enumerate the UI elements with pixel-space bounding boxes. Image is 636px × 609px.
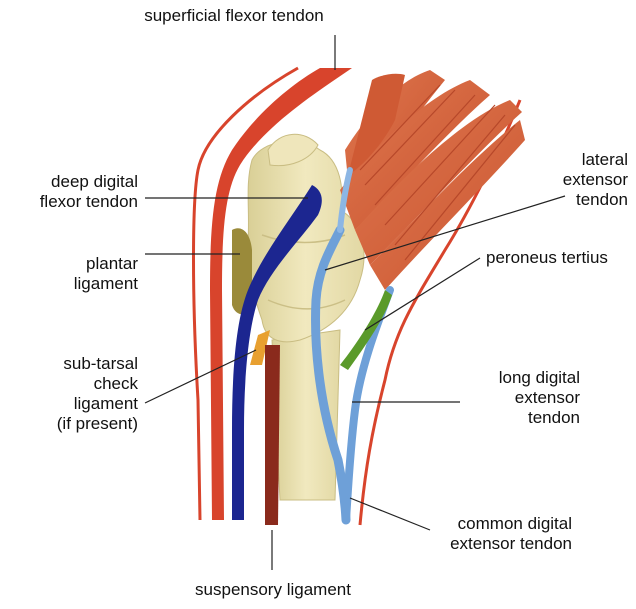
long-digital-extensor-tendon xyxy=(346,290,390,520)
label-plantar-ligament: plantar ligament xyxy=(10,254,138,294)
label-deep-digital-flexor-tendon: deep digital flexor tendon xyxy=(10,172,138,212)
label-lateral-extensor-tendon: lateral extensor tendon xyxy=(520,150,628,210)
label-long-digital-extensor-tendon: long digital extensor tendon xyxy=(450,368,580,428)
label-superficial-flexor-tendon: superficial flexor tendon xyxy=(118,6,350,26)
label-peroneus-tertius: peroneus tertius xyxy=(486,248,626,268)
suspensory-ligament xyxy=(265,345,280,525)
tarsal-bones xyxy=(247,141,363,342)
label-sub-tarsal-check-ligament: sub-tarsal check ligament (if present) xyxy=(10,354,138,434)
label-common-digital-extensor-tendon: common digital extensor tendon xyxy=(436,514,572,554)
label-suspensory-ligament: suspensory ligament xyxy=(180,580,366,600)
